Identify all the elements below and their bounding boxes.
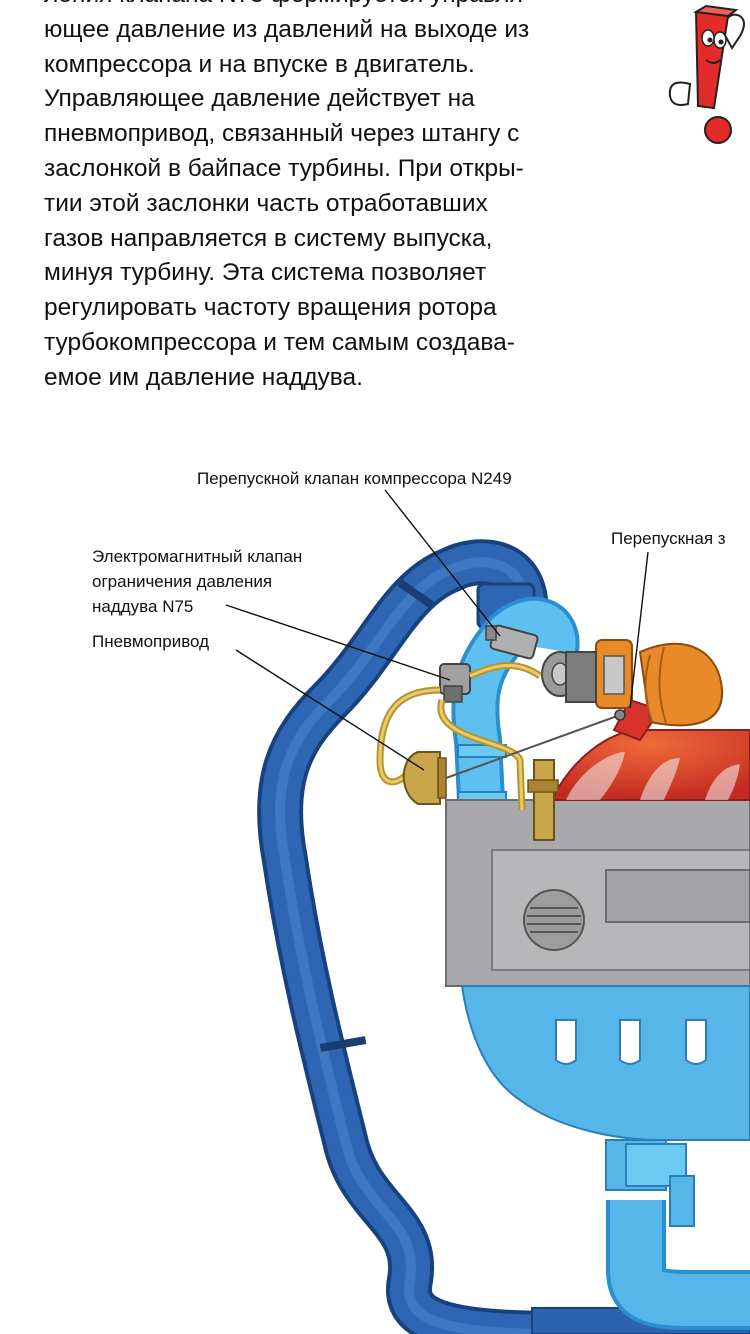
text-line: минуя турбину. Эта система позволяет [44,259,487,287]
text-line: тии этой заслонки часть отработавших [44,189,488,217]
exhaust-manifold [550,698,750,801]
text-line: газов направляется в систему выпуска, [44,224,493,252]
turbocharger-diagram: Перепускной клапан компрессора N249 Пере… [92,469,750,1334]
pneumatic-actuator [402,709,626,805]
turbocharger [541,639,724,727]
text-line: компрессора и на впуске в двигатель. [44,50,475,78]
label-pneumatic-actuator: Пневмопривод [92,632,209,651]
n75-solenoid-valve [376,662,559,841]
label-bypass-valve-compressor: Перепускной клапан компрессора N249 [197,469,512,488]
engine-sump [460,985,750,1330]
text-line: ления клапана N75 формируется управля- [44,0,604,13]
text-line: регулировать частоту вращения ротора [44,294,497,322]
text-line: пневмопривод, связанный через штангу с [44,120,520,148]
engine-block [445,799,750,987]
leader-lines [225,489,649,771]
text-line: ющее давление из давлений на выходе из [44,15,530,43]
exclamation-mascot-icon [668,4,745,144]
label-n75-line3: наддува N75 [92,597,193,616]
text-line: заслонкой в байпасе турбины. При откры- [44,154,524,182]
body-paragraph: ления клапана N75 формируется управля- ю… [44,0,604,396]
label-turbine-bypass: Перепускная з [611,529,726,548]
label-n75-line2: ограничения давления [92,572,272,591]
bypass-valve-n249 [485,624,539,660]
label-n75-line1: Электромагнитный клапан [92,547,302,566]
text-line: турбокомпрессора и тем самым создава- [44,328,515,356]
text-line: емое им давление наддува. [44,363,363,391]
text-line: Управляющее давление действует на [44,85,475,113]
